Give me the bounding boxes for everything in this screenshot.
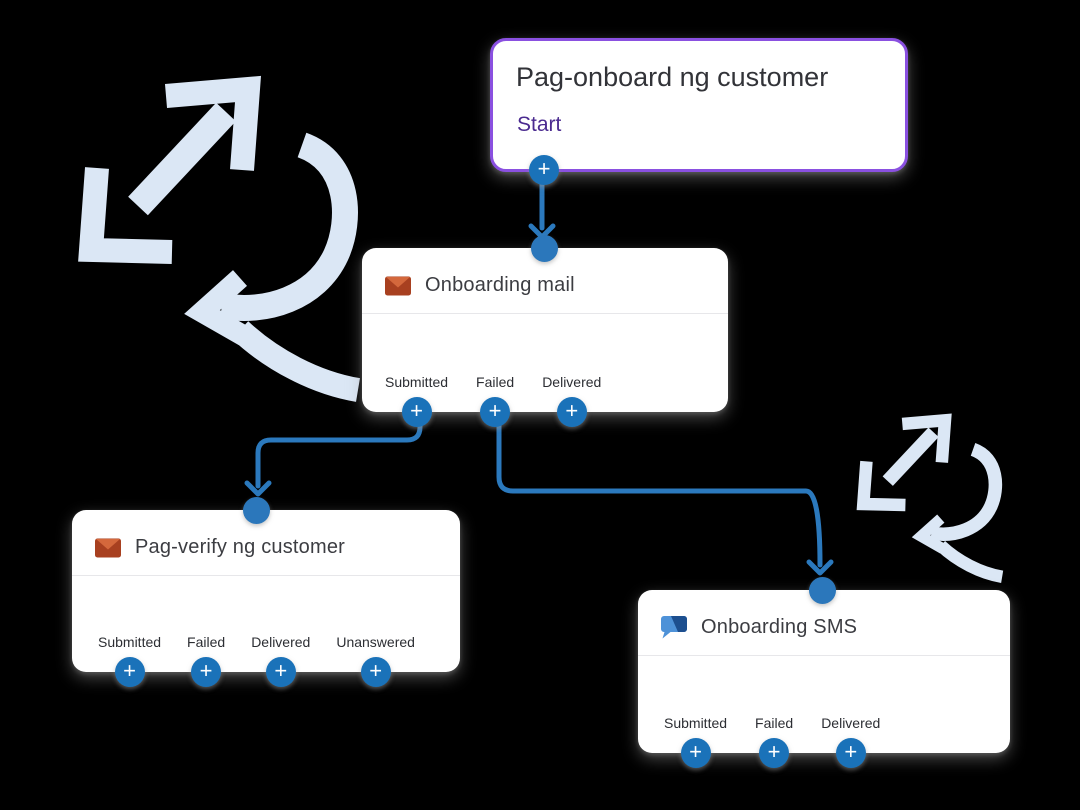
decor-hook-arrowhead-icon	[184, 270, 250, 346]
node-pag-verify[interactable]: Pag-verify ng customer Submitted + Faile…	[72, 510, 460, 687]
input-port-mail[interactable]	[531, 235, 558, 262]
plus-icon: +	[274, 658, 288, 683]
plus-button-failed[interactable]: +	[480, 397, 511, 427]
output-failed: Failed +	[476, 374, 514, 427]
node-title: Onboarding mail	[425, 274, 575, 296]
output-label: Failed	[755, 715, 794, 731]
node-title: Onboarding SMS	[701, 616, 858, 638]
plus-button-submitted[interactable]: +	[680, 738, 711, 768]
plus-icon: +	[767, 739, 781, 764]
output-label: Submitted	[664, 715, 728, 731]
output-label: Unanswered	[336, 634, 415, 650]
input-port-verify[interactable]	[243, 497, 270, 524]
output-delivered: Delivered +	[251, 634, 310, 687]
output-label: Delivered	[542, 374, 602, 390]
plus-button-delivered[interactable]: +	[265, 657, 296, 687]
decor-hook-arrow-icon	[219, 132, 358, 321]
output-label: Submitted	[385, 374, 449, 390]
plus-icon: +	[369, 658, 383, 683]
node-start[interactable]: Pag-onboard ng customer Start +	[490, 38, 908, 185]
input-port-sms[interactable]	[809, 577, 836, 604]
plus-icon: +	[199, 658, 213, 683]
plus-icon: +	[689, 739, 702, 764]
plus-icon: +	[537, 156, 551, 181]
divider	[72, 575, 460, 576]
plus-icon: +	[123, 658, 136, 683]
plus-icon: +	[844, 739, 858, 764]
start-node-subtitle: Start	[517, 113, 562, 136]
plus-button-submitted[interactable]: +	[401, 397, 432, 427]
divider	[638, 655, 1010, 656]
output-submitted: Submitted +	[98, 634, 161, 687]
divider	[362, 313, 728, 314]
output-submitted: Submitted +	[664, 715, 727, 768]
plus-button-unanswered[interactable]: +	[360, 657, 391, 687]
decor-diagonal-arrow-shaft-icon	[128, 102, 236, 216]
start-plus-button[interactable]: +	[529, 155, 559, 185]
output-label: Delivered	[821, 715, 881, 731]
output-failed: Failed +	[187, 634, 225, 687]
plus-button-submitted[interactable]: +	[114, 657, 145, 687]
node-onboarding-sms[interactable]: Onboarding SMS Submitted + Failed + Deli…	[638, 590, 1010, 768]
decor-hook-tail-icon	[231, 321, 361, 402]
output-failed: Failed +	[755, 715, 793, 768]
mail-icon	[95, 536, 121, 560]
connector-submitted-to-verify-arrowhead-icon	[244, 480, 272, 497]
plus-icon: +	[565, 398, 579, 423]
connector-failed-to-sms-arrowhead-icon	[806, 559, 834, 576]
output-delivered: Delivered +	[821, 715, 880, 768]
plus-icon: +	[410, 398, 423, 423]
plus-button-delivered[interactable]: +	[556, 397, 587, 427]
start-node-title: Pag-onboard ng customer	[516, 62, 829, 92]
plus-button-failed[interactable]: +	[191, 657, 222, 687]
plus-button-failed[interactable]: +	[759, 738, 790, 768]
plus-button-delivered[interactable]: +	[835, 738, 866, 768]
output-delivered: Delivered +	[542, 374, 601, 427]
mail-icon	[385, 274, 411, 298]
output-label: Failed	[476, 374, 515, 390]
output-label: Delivered	[251, 634, 311, 650]
node-onboarding-mail[interactable]: Onboarding mail Submitted + Failed + Del…	[362, 248, 728, 427]
output-label: Failed	[187, 634, 226, 650]
decor-arrowhead-down-left-icon	[78, 167, 173, 264]
output-submitted: Submitted +	[385, 374, 448, 427]
connector-submitted-to-verify	[255, 415, 423, 489]
output-label: Submitted	[98, 634, 162, 650]
decor-arrowhead-up-right-icon	[164, 75, 262, 171]
output-unanswered: Unanswered +	[336, 634, 415, 687]
node-title: Pag-verify ng customer	[135, 536, 346, 558]
connector-failed-to-sms	[496, 415, 823, 568]
plus-icon: +	[488, 398, 502, 423]
sms-icon	[661, 616, 687, 640]
